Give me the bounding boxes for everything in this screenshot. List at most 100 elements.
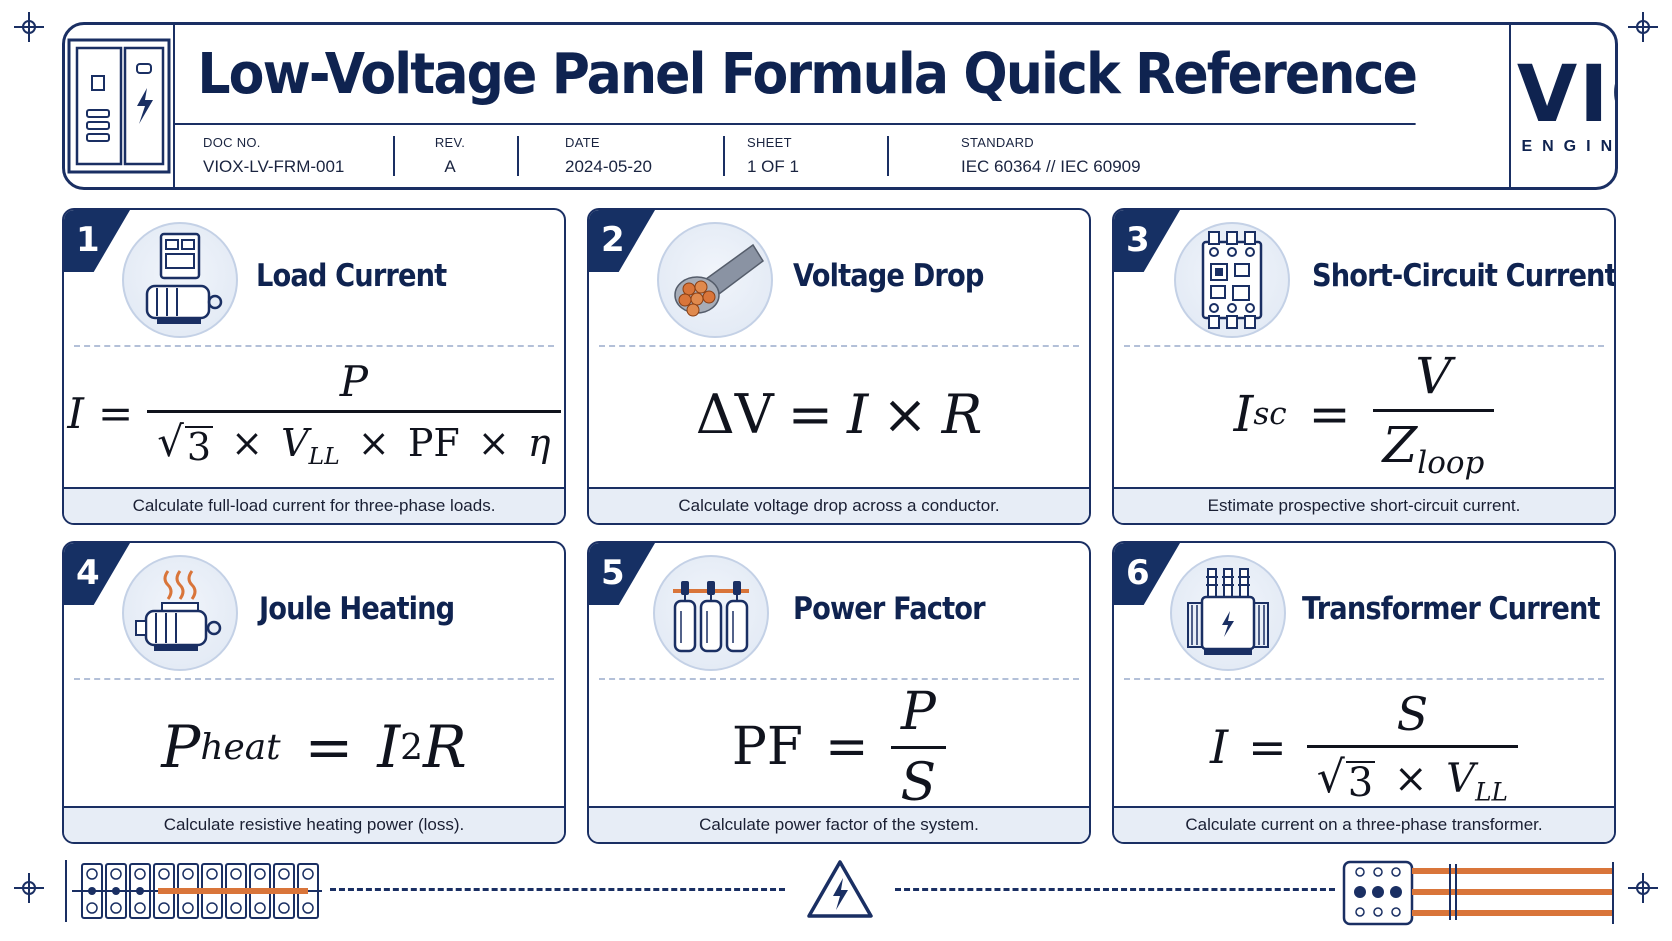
formula-subscript: loop: [1417, 444, 1485, 481]
meta-label: DOC NO.: [203, 135, 261, 150]
formula-denominator: S: [890, 745, 947, 813]
card-description: Calculate full-load current for three-ph…: [64, 487, 564, 523]
formula-card-transformer-current: 6 Transformer Current I =: [1112, 541, 1616, 844]
card-divider: [74, 678, 554, 680]
formula-numerator: V: [1415, 347, 1452, 406]
meta-standard: STANDARD IEC 60364 // IEC 60909: [911, 133, 1171, 179]
meta-divider: [723, 136, 725, 176]
formula-operator: =: [98, 389, 134, 439]
card-number: 1: [76, 220, 100, 260]
formula-operator: ×: [357, 421, 390, 466]
crosshair-bottom-right: [1628, 873, 1658, 903]
circuit-breaker-icon: [1174, 222, 1290, 338]
capacitor-bank-icon: [653, 555, 769, 671]
formula-numerator: P: [900, 681, 936, 742]
meta-label: SHEET: [747, 135, 792, 150]
motor-with-drive-icon: [122, 222, 238, 338]
formula-symbol: I: [67, 389, 84, 439]
formula-operator: =: [1308, 385, 1351, 443]
formula-symbol: P: [161, 713, 201, 781]
formula-fraction: P √3 × VLL × PF × η: [147, 357, 561, 471]
formula-fraction: S √3 × VLL: [1306, 687, 1518, 807]
sqrt-symbol: √3: [1316, 752, 1376, 807]
formula-symbol: PF: [731, 717, 803, 777]
formula-card-load-current: 1 Load Current I = P √3 × VLL: [62, 208, 566, 525]
page-title: Low-Voltage Panel Formula Quick Referenc…: [175, 25, 1418, 125]
formula-symbol: I: [377, 713, 401, 781]
card-title: Joule Heating: [259, 591, 455, 627]
formula-subscript: LL: [308, 442, 340, 471]
card-divider: [599, 345, 1079, 347]
high-voltage-warning-icon: [805, 858, 875, 920]
formula-subscript: LL: [1475, 777, 1508, 807]
formula-superscript: 2: [400, 726, 424, 768]
card-description: Calculate power factor of the system.: [589, 806, 1089, 842]
formula-operator: ×: [477, 421, 510, 466]
meta-value: A: [444, 157, 456, 176]
meta-date: DATE 2024-05-20: [541, 133, 723, 179]
card-title: Power Factor: [793, 591, 986, 627]
crosshair-top-left: [14, 12, 44, 42]
formula-operator: =: [787, 382, 833, 446]
formula-operator: ×: [882, 382, 928, 446]
card-divider: [1124, 345, 1604, 347]
heating-motor-icon: [122, 555, 238, 671]
formula-denominator: √3 × VLL: [1306, 745, 1518, 807]
crosshair-bottom-left: [14, 873, 44, 903]
formula-symbol: η: [527, 421, 551, 466]
terminal-block-icon: [62, 858, 326, 924]
formula-symbol: V: [281, 421, 309, 466]
card-description: Estimate prospective short-circuit curre…: [1114, 487, 1614, 523]
card-number: 3: [1126, 220, 1150, 260]
crosshair-top-right: [1628, 12, 1658, 42]
meta-label: DATE: [565, 135, 600, 150]
meta-sheet: SHEET 1 OF 1: [747, 133, 887, 179]
company-logo: VIOX ENGINEERING: [1511, 25, 1615, 187]
formula-subscript: heat: [200, 726, 281, 768]
formula-symbol: V: [1446, 756, 1476, 803]
switchboard-icon: [65, 25, 175, 187]
bottom-dashed-rule-right: [895, 888, 1335, 891]
formula-symbol: I: [846, 382, 869, 446]
formula-fraction: P S: [890, 681, 947, 813]
formula-card-voltage-drop: 2 Voltage Drop ΔV = I × R Calculate volt…: [587, 208, 1091, 525]
meta-value: VIOX-LV-FRM-001: [203, 157, 345, 176]
formula-subscript: sc: [1253, 396, 1287, 432]
card-number: 5: [601, 553, 625, 593]
formula-symbol: PF: [407, 421, 460, 466]
card-number: 2: [601, 220, 625, 260]
formula-operator: =: [304, 713, 354, 781]
card-description: Calculate resistive heating power (loss)…: [64, 806, 564, 842]
meta-divider: [517, 136, 519, 176]
card-title: Short-Circuit Current: [1312, 258, 1616, 294]
formula-symbol: ΔV: [695, 382, 774, 446]
sqrt-argument: 3: [1345, 760, 1376, 807]
formula-operator: ×: [1393, 756, 1428, 803]
card-number: 6: [1126, 553, 1150, 593]
formula-denominator: √3 × VLL × PF × η: [147, 410, 561, 471]
formula-symbol: I: [1233, 385, 1254, 443]
meta-divider: [393, 136, 395, 176]
formula-denominator: Zloop: [1372, 409, 1495, 481]
sqrt-symbol: √3: [157, 417, 214, 470]
formula-operator: ×: [231, 421, 263, 466]
meta-value: 2024-05-20: [565, 157, 652, 176]
card-title: Transformer Current: [1302, 591, 1601, 627]
formula-card-power-factor: 5 Power Factor PF = P S Calc: [587, 541, 1091, 844]
formula-power-factor: PF = P S: [589, 681, 1089, 813]
meta-label: STANDARD: [961, 135, 1034, 150]
card-title: Load Current: [256, 258, 447, 294]
sqrt-argument: 3: [184, 425, 214, 470]
transformer-icon: [1170, 555, 1286, 671]
card-divider: [74, 345, 554, 347]
formula-numerator: S: [1396, 687, 1429, 742]
formula-symbol: I: [1210, 719, 1229, 774]
copper-cable-icon: [657, 222, 773, 338]
meta-doc-no: DOC NO. VIOX-LV-FRM-001: [203, 133, 393, 179]
formula-operator: =: [1248, 719, 1287, 774]
formula-symbol: R: [941, 382, 983, 446]
formula-voltage-drop: ΔV = I × R: [589, 350, 1089, 478]
